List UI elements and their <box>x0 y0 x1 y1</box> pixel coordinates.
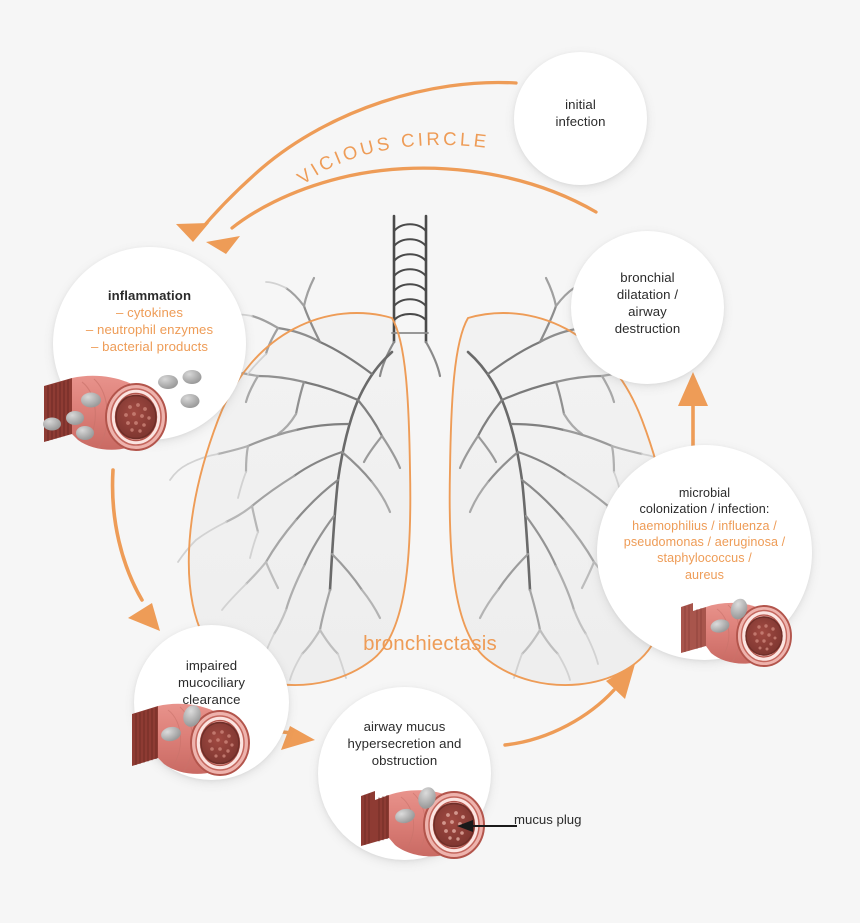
node-line: bronchial <box>620 270 675 285</box>
node-bronchial-dilatation[interactable]: bronchial dilatation / airway destructio… <box>571 231 724 384</box>
node-line: initial <box>565 97 596 112</box>
node-accent-line: pseudomonas / aeruginosa / <box>623 535 786 550</box>
node-line: mucociliary <box>177 675 246 691</box>
node-initial-infection-text: initial infection <box>555 96 605 130</box>
node-line: infection <box>555 114 606 130</box>
node-airway-mucus-text: airway mucus hypersecretion and obstruct… <box>348 718 462 769</box>
node-line: destruction <box>614 321 681 337</box>
node-line: airway mucus <box>363 719 446 734</box>
node-line: dilatation / <box>616 287 679 303</box>
node-inflammation-text: inflammation – cytokines – neutrophil en… <box>86 287 213 356</box>
node-line: inflammation <box>107 288 192 303</box>
node-microbial-colonization[interactable]: microbial colonization / infection: haem… <box>597 445 812 660</box>
node-accent-line: aureus <box>684 567 725 582</box>
node-accent-line: haemophilius / influenza / <box>632 518 777 533</box>
node-accent-line: – cytokines <box>115 305 184 321</box>
mucus-plug-label: mucus plug <box>514 812 582 827</box>
node-line: microbial <box>678 486 731 500</box>
node-accent-line: – neutrophil enzymes <box>85 322 214 338</box>
node-line: impaired <box>185 658 238 673</box>
node-microbial-colonization-text: microbial colonization / infection: haem… <box>624 485 786 583</box>
node-initial-infection[interactable]: initial infection <box>514 52 647 185</box>
node-inflammation[interactable]: inflammation – cytokines – neutrophil en… <box>53 247 246 440</box>
node-line: colonization / infection: <box>639 502 770 517</box>
node-airway-mucus[interactable]: airway mucus hypersecretion and obstruct… <box>318 687 491 860</box>
node-impaired-mucociliary-clearance-text: impaired mucociliary clearance <box>178 657 245 708</box>
node-line: clearance <box>182 692 241 708</box>
arrow-inflammation-to-clearance <box>110 468 160 631</box>
node-accent-line: staphylococcus / <box>657 551 752 566</box>
arrow-microbial-to-dilatation <box>678 372 708 448</box>
node-line: hypersecretion and <box>347 736 462 752</box>
node-line: airway <box>628 304 667 320</box>
node-accent-line: – bacterial products <box>90 339 209 355</box>
node-line: obstruction <box>371 753 438 769</box>
node-bronchial-dilatation-text: bronchial dilatation / airway destructio… <box>615 269 681 338</box>
bronchiectasis-label: bronchiectasis <box>363 632 497 655</box>
arrow-dilatation-to-inflammation-inner <box>206 166 598 254</box>
arrow-mucus-to-microbial <box>503 664 635 747</box>
arrow-initial-to-inflammation-outer <box>176 80 518 242</box>
